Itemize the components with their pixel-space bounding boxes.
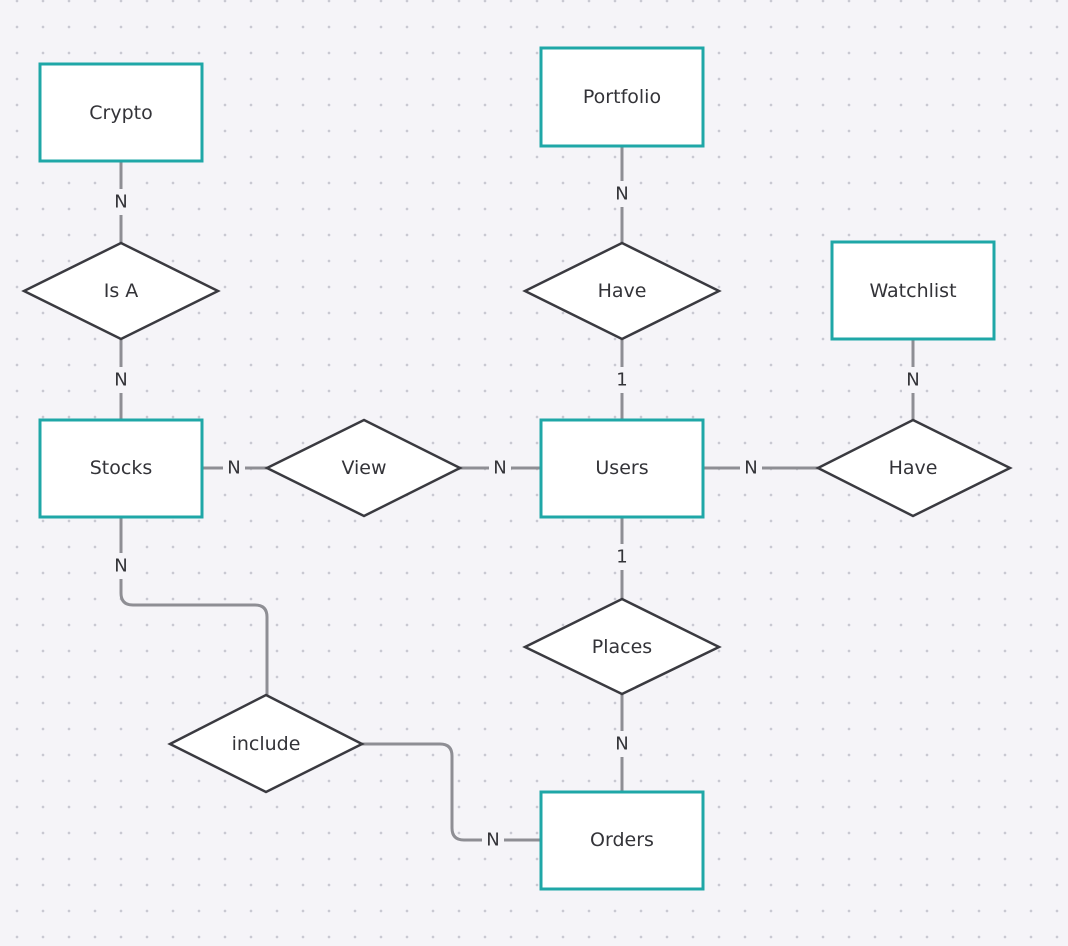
entity-users[interactable]: Users: [539, 418, 705, 519]
relationship-have-watchlist-label: Have: [889, 457, 938, 479]
relationship-is-a-label: Is A: [104, 280, 139, 302]
relationship-is-a[interactable]: Is A: [21, 241, 221, 341]
entity-users-label: Users: [595, 457, 648, 479]
entity-crypto-label: Crypto: [89, 102, 152, 124]
relationship-view-label: View: [341, 457, 386, 479]
entity-stocks-label: Stocks: [90, 457, 152, 479]
entity-watchlist[interactable]: Watchlist: [830, 240, 996, 341]
entity-orders[interactable]: Orders: [539, 790, 705, 891]
relationship-have-portfolio[interactable]: Have: [522, 241, 722, 341]
connector-stocks-include[interactable]: [119, 517, 269, 695]
entity-orders-label: Orders: [590, 829, 654, 851]
cardinality-isa-stocks: N: [110, 367, 132, 393]
connector-include-orders[interactable]: [362, 742, 541, 842]
entity-watchlist-label: Watchlist: [869, 280, 956, 302]
cardinality-include-orders: N: [482, 827, 504, 853]
svg-text:N: N: [493, 458, 506, 479]
cardinality-stocks-view: N: [223, 455, 245, 481]
svg-text:1: 1: [616, 370, 627, 391]
entity-portfolio[interactable]: Portfolio: [539, 46, 705, 148]
svg-text:N: N: [615, 184, 628, 205]
entity-stocks[interactable]: Stocks: [38, 418, 204, 519]
cardinality-labels: N N N 1 N N N N: [110, 181, 924, 853]
relationship-include[interactable]: include: [167, 693, 365, 794]
entity-portfolio-label: Portfolio: [583, 86, 661, 108]
svg-text:N: N: [114, 370, 127, 391]
svg-text:N: N: [744, 458, 757, 479]
svg-text:N: N: [906, 370, 919, 391]
relationship-have-watchlist[interactable]: Have: [815, 418, 1013, 518]
cardinality-users-have: N: [740, 455, 762, 481]
svg-text:N: N: [114, 556, 127, 577]
cardinality-watchlist-have: N: [902, 367, 924, 393]
svg-text:N: N: [486, 830, 499, 851]
cardinality-stocks-include: N: [110, 553, 132, 579]
relationship-include-label: include: [232, 733, 301, 755]
relationship-places[interactable]: Places: [522, 597, 722, 696]
relationship-view[interactable]: View: [264, 418, 463, 518]
relationship-have-portfolio-label: Have: [598, 280, 647, 302]
svg-text:1: 1: [616, 547, 627, 568]
cardinality-portfolio-have: N: [611, 181, 633, 207]
svg-text:N: N: [227, 458, 240, 479]
svg-text:N: N: [615, 734, 628, 755]
cardinality-places-orders: N: [611, 731, 633, 757]
relationship-places-label: Places: [592, 636, 652, 658]
cardinality-users-places: 1: [611, 544, 633, 570]
cardinality-have-users: 1: [611, 367, 633, 393]
svg-text:N: N: [114, 192, 127, 213]
cardinality-view-users: N: [489, 455, 511, 481]
cardinality-crypto-isa: N: [110, 189, 132, 215]
entity-crypto[interactable]: Crypto: [38, 62, 204, 163]
